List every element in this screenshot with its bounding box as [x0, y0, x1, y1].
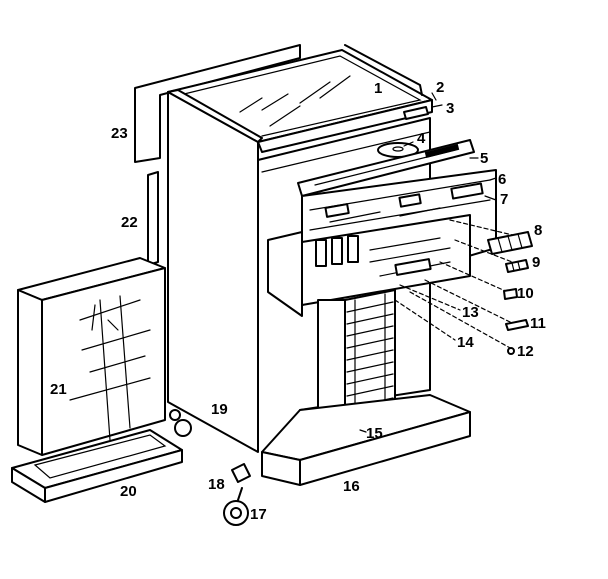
small-clip	[503, 288, 518, 300]
part-label-5: 5	[480, 150, 488, 167]
part-label-6: 6	[498, 171, 506, 188]
back-panel	[134, 44, 301, 163]
part-label-15: 15	[366, 425, 383, 442]
left-side-strip	[147, 171, 159, 266]
cabinet-base	[261, 394, 471, 486]
small-connector	[505, 259, 529, 273]
part-label-2: 2	[436, 79, 444, 96]
knob-block	[487, 231, 533, 255]
front-door	[17, 257, 166, 456]
part-label-21: 21	[50, 381, 67, 398]
part-label-22: 22	[121, 214, 138, 231]
part-label-3: 3	[446, 100, 454, 117]
part-label-17: 17	[250, 506, 267, 523]
part-label-10: 10	[517, 285, 534, 302]
part-label-4: 4	[417, 130, 426, 147]
part-labels: 1 2 3 4 5 6 7 8 9 10 11 12 13 14 15 16 1…	[50, 79, 546, 523]
part-label-14: 14	[457, 334, 474, 351]
part-label-12: 12	[517, 343, 534, 360]
door-hinge	[169, 409, 192, 437]
kickplate	[11, 429, 183, 503]
part-label-23: 23	[111, 125, 128, 142]
part-label-7: 7	[500, 191, 508, 208]
label-leaders	[359, 92, 497, 433]
part-label-16: 16	[343, 478, 360, 495]
mounting-clip	[231, 463, 251, 483]
record-rack-column	[317, 289, 396, 431]
top-right-rail	[257, 44, 433, 153]
part-label-8: 8	[534, 222, 542, 239]
part-label-18: 18	[208, 476, 225, 493]
inner-chassis	[267, 214, 471, 317]
part-label-1: 1	[374, 80, 382, 97]
part-label-20: 20	[120, 483, 137, 500]
small-screw	[507, 347, 515, 355]
part-label-11: 11	[530, 315, 546, 332]
front-cabinet-frame	[167, 89, 263, 453]
part-label-13: 13	[462, 304, 479, 321]
pin-bar	[505, 319, 529, 331]
part-label-19: 19	[211, 401, 228, 418]
part-label-9: 9	[532, 254, 540, 271]
caster-wheel	[223, 487, 249, 526]
shelf-plate	[297, 139, 475, 197]
